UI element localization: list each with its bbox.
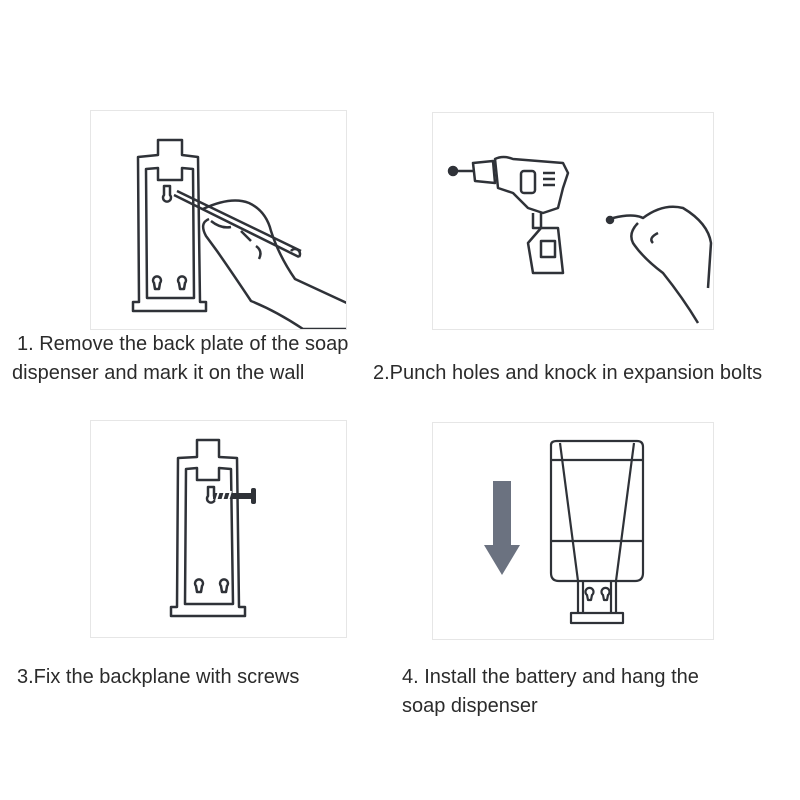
- step-1-illustration: [90, 110, 347, 330]
- step-2-illustration: [432, 112, 714, 330]
- back-plate-screw-icon: [169, 438, 256, 618]
- step-1-caption-line-2: dispenser and mark it on the wall: [12, 362, 305, 384]
- back-plate-marking-icon: [131, 138, 346, 329]
- down-arrow-icon: [484, 481, 520, 575]
- step-4-caption-line-2: soap dispenser: [402, 695, 538, 717]
- dispenser-hang-icon: [484, 439, 645, 625]
- step-2-caption: 2.Punch holes and knock in expansion bol…: [373, 362, 763, 384]
- step-3-illustration: [90, 420, 347, 638]
- step-4-illustration: [432, 422, 714, 640]
- step-1-caption-line-1: 1. Remove the back plate of the soap: [17, 333, 349, 355]
- drill-and-bolt-icon: [447, 155, 713, 324]
- step-3-caption: 3.Fix the backplane with screws: [17, 666, 300, 688]
- step-4-caption-line-1: 4. Install the battery and hang the: [402, 666, 699, 688]
